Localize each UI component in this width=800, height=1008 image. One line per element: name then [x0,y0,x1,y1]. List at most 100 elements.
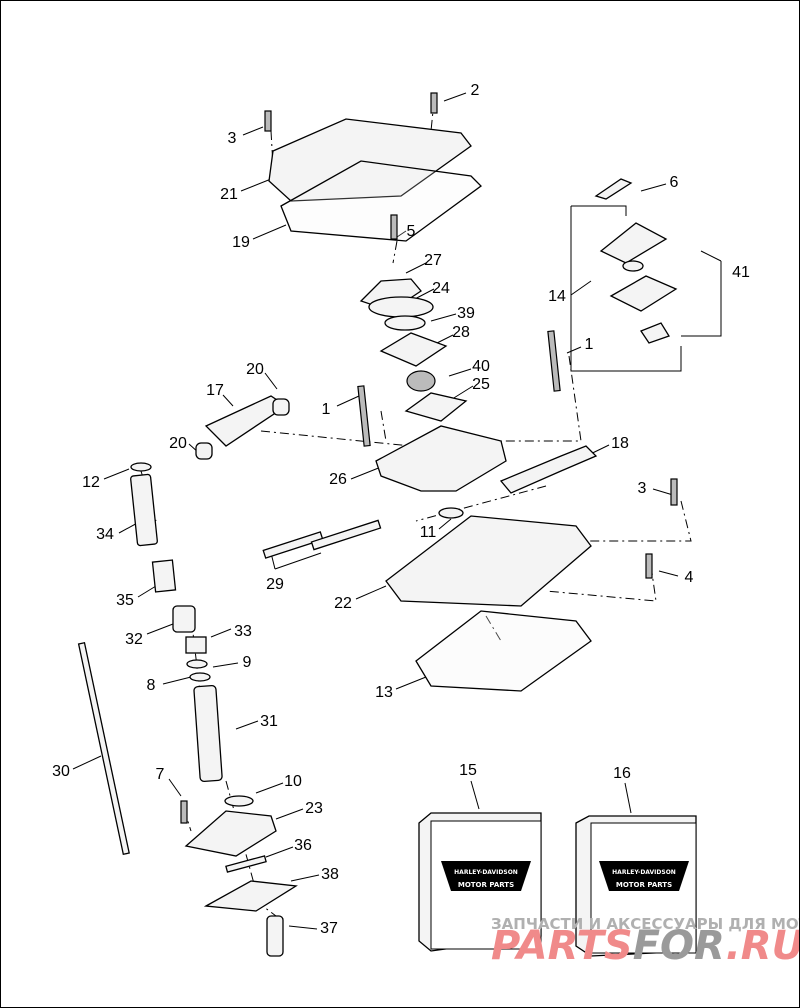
callout-34: 34 [96,526,114,543]
callout-13: 13 [375,684,393,701]
callout-24: 24 [432,280,450,297]
pushrod-30 [77,641,130,856]
callout-4: 4 [685,569,694,586]
callout-27: 27 [424,252,442,269]
callout-9: 9 [243,654,252,671]
watermark-brand-a: PARTS [491,923,633,969]
logo-brand: HARLEY-DAVIDSON [454,869,518,876]
bolt-4 [645,553,653,579]
logo-motor-parts: MOTOR PARTS [458,881,514,889]
rocker-housing-22 [385,515,592,607]
callout-31: 31 [260,713,278,730]
rocker-arm-18 [499,445,598,494]
breather-plate [609,275,678,312]
bushing-20b [195,442,213,460]
callout-41: 41 [732,264,750,281]
pushrod-29a [262,531,324,559]
seal [622,260,644,272]
callout-35: 35 [116,592,134,609]
gasket-24 [368,296,434,318]
bolt-7 [180,800,188,824]
bolt-5 [390,214,398,240]
kit-box-15: GENUINE HARLEY-DAVIDSON MOTOR PARTS [418,812,542,952]
callout-6: 6 [670,174,679,191]
callout-33: 33 [234,623,252,640]
callout-22: 22 [334,595,352,612]
pushrod-29b [310,519,382,551]
logo-brand: HARLEY-DAVIDSON [612,869,676,876]
callout-36: 36 [294,837,312,854]
callout-18: 18 [611,435,629,452]
callout-25: 25 [472,376,490,393]
callout-7: 7 [156,766,165,783]
watermark: ЗАПЧАСТИ И АКСЕССУАРЫ ДЛЯ МОТОТЕХНИКИ PA… [491,915,800,969]
callout-20: 20 [169,435,187,452]
callout-37: 37 [320,920,338,937]
callout-32: 32 [125,631,143,648]
part-shapes [77,92,678,957]
bolt-6 [594,178,633,200]
logo-genuine: GENUINE [461,845,512,856]
watermark-brand-c: .RU [726,923,800,969]
filter-40 [406,370,436,392]
cover-gasket [280,160,482,242]
callout-23: 23 [305,800,323,817]
plate-38 [203,880,298,912]
oring-10 [224,795,254,807]
tube-31 [193,684,223,783]
callout-8: 8 [147,677,156,694]
callout-2: 2 [471,82,480,99]
bolt-1a [357,385,371,447]
callout-5: 5 [407,223,416,240]
bolt-3b [670,478,678,506]
watermark-brand: PARTSFOR.RU [491,923,800,969]
oring-11 [438,507,464,519]
gasket-13 [415,610,592,692]
callout-11: 11 [420,524,437,541]
tube-35 [151,559,177,593]
callout-3: 3 [228,130,237,147]
callout-10: 10 [284,773,302,790]
plug [640,322,670,344]
callout-14: 14 [548,288,566,305]
callout-1: 1 [585,336,594,353]
bolt-3 [264,110,272,132]
callout-15: 15 [459,762,477,779]
logo-motor-parts: MOTOR PARTS [616,881,672,889]
cover-plate [599,222,668,264]
spring-33 [185,636,207,654]
lifter-37 [266,915,284,957]
callout-16: 16 [613,765,631,782]
bolt-2 [430,92,438,114]
oring-8 [189,672,211,682]
logo-genuine: GENUINE [619,845,670,856]
tube-34 [130,473,158,547]
callout-20: 20 [246,361,264,378]
oring-39 [384,315,426,331]
rocker-support-26 [375,425,507,492]
callout-21: 21 [220,186,238,203]
callout-38: 38 [321,866,339,883]
callout-39: 39 [457,305,475,322]
callout-17: 17 [206,382,224,399]
baffle-28 [379,332,448,367]
pin-36 [225,855,267,873]
oring-12 [130,462,152,472]
callout-1: 1 [322,401,331,418]
cover-23 [184,810,277,857]
callout-26: 26 [329,471,347,488]
callout-19: 19 [232,234,250,251]
callout-12: 12 [82,474,100,491]
watermark-brand-b: FOR [633,923,726,969]
callout-3: 3 [638,480,647,497]
gasket-25 [404,392,468,422]
callout-30: 30 [52,763,70,780]
watermark-tagline: ЗАПЧАСТИ И АКСЕССУАРЫ ДЛЯ МОТОТЕХНИКИ [491,915,800,933]
bolt-1b [547,330,561,392]
retainer-32 [172,605,196,633]
callout-29: 29 [266,576,284,593]
callout-40: 40 [472,358,490,375]
callout-28: 28 [452,324,470,341]
